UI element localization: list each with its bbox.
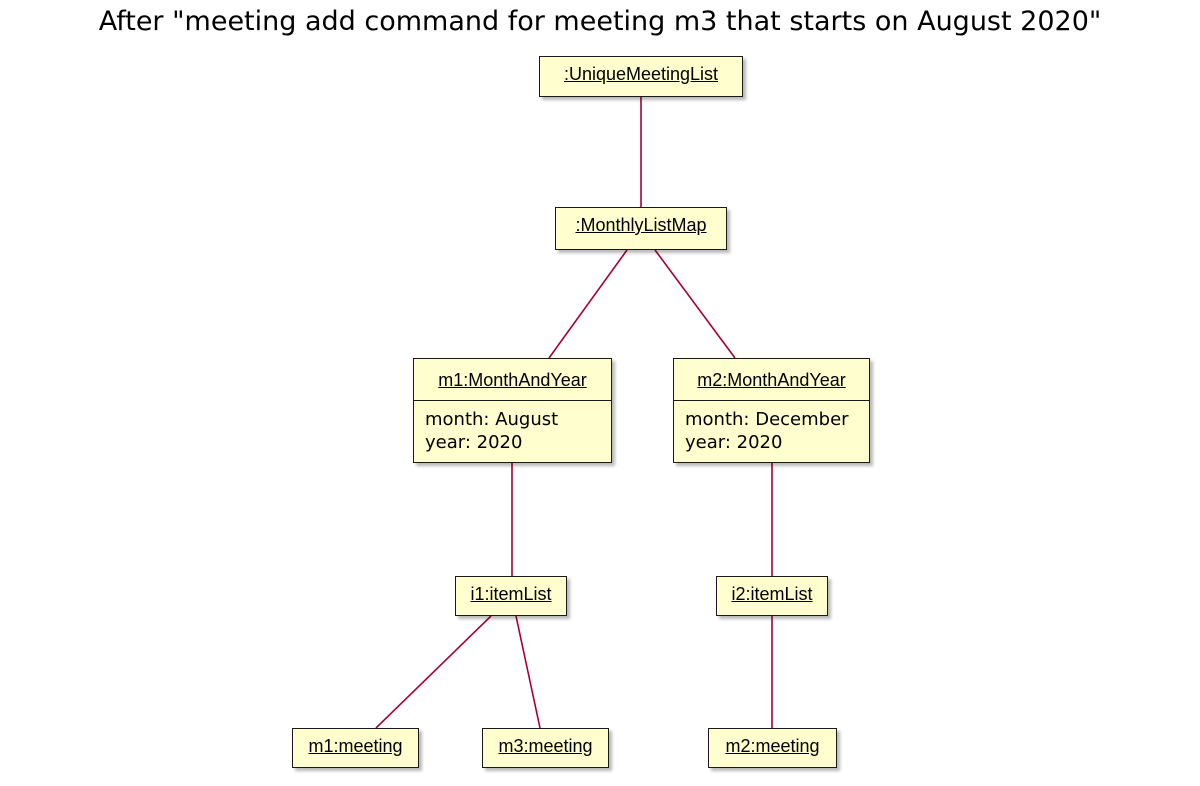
month-field: month: December [685, 409, 849, 430]
object-name: m2:meeting [725, 736, 820, 756]
link-i1itemlist-m1meeting [375, 615, 492, 729]
m1-meeting-object: m1:meeting [292, 728, 419, 768]
object-name: m1:MonthAndYear [414, 359, 611, 401]
month-field: month: August [425, 409, 559, 430]
object-name: m1:meeting [308, 736, 403, 756]
year-field: year: 2020 [425, 432, 523, 453]
link-i1itemlist-m3meeting [515, 615, 541, 729]
object-fields: month: December year: 2020 [674, 401, 869, 454]
object-name: i2:itemList [731, 584, 813, 604]
link-monthlylistmap-m2monthandyear [654, 249, 736, 359]
object-name: :MonthlyListMap [575, 215, 707, 235]
monthly-list-map-object: :MonthlyListMap [555, 207, 727, 250]
m2-meeting-object: m2:meeting [708, 728, 837, 768]
object-name: m2:MonthAndYear [674, 359, 869, 401]
unique-meeting-list-object: :UniqueMeetingList [539, 56, 743, 97]
object-fields: month: August year: 2020 [414, 401, 611, 454]
m2-month-and-year-object: m2:MonthAndYear month: December year: 20… [673, 358, 870, 463]
object-name: m3:meeting [498, 736, 593, 756]
object-name: i1:itemList [470, 584, 552, 604]
object-name: :UniqueMeetingList [563, 64, 719, 84]
year-field: year: 2020 [685, 432, 783, 453]
link-monthlylistmap-m1monthandyear [548, 249, 628, 359]
m1-month-and-year-object: m1:MonthAndYear month: August year: 2020 [413, 358, 612, 463]
i2-item-list-object: i2:itemList [716, 576, 828, 616]
diagram-title: After "meeting add command for meeting m… [98, 6, 1102, 37]
m3-meeting-object: m3:meeting [482, 728, 609, 768]
i1-item-list-object: i1:itemList [455, 576, 567, 616]
